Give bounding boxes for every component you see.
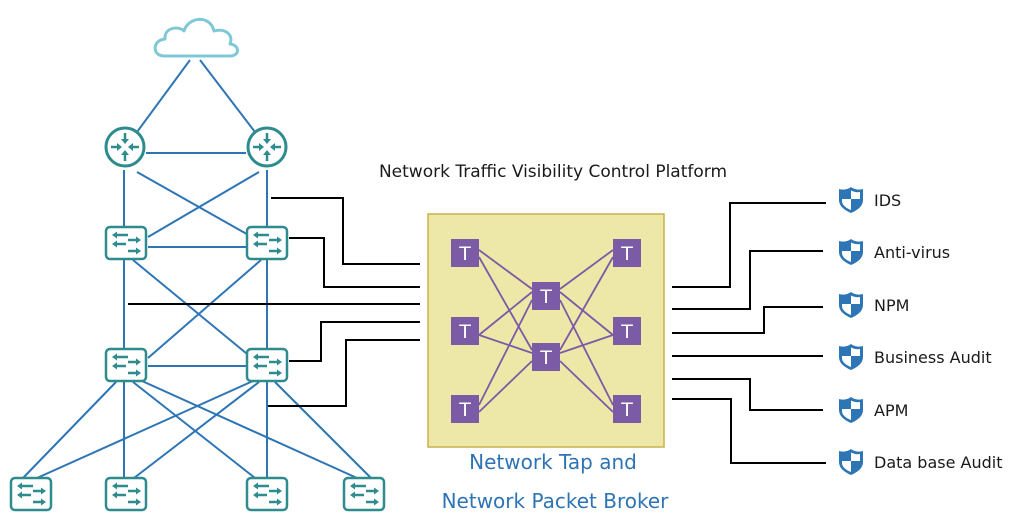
cloud-icon bbox=[153, 17, 239, 58]
shield-icon bbox=[839, 239, 863, 265]
link-acc-left-edge3 bbox=[132, 381, 256, 479]
link-router-left-agg-right bbox=[136, 171, 253, 238]
switch-icon[interactable] bbox=[9, 476, 53, 512]
svg-text:T: T bbox=[458, 243, 471, 265]
connector-line bbox=[672, 250, 823, 310]
tool-list: IDS Anti-virus NPM Business Audit APM Da… bbox=[839, 187, 1002, 475]
link-cloud-router-right bbox=[199, 59, 256, 133]
shield-icon bbox=[839, 344, 863, 370]
switch-icon[interactable] bbox=[104, 476, 148, 512]
connector-line bbox=[271, 197, 420, 265]
tap-node[interactable]: T bbox=[532, 282, 560, 310]
switch-icon[interactable] bbox=[104, 347, 148, 383]
connector-line bbox=[672, 398, 826, 464]
broker-mesh bbox=[478, 249, 614, 413]
connector-line bbox=[268, 339, 420, 407]
svg-text:APM: APM bbox=[874, 401, 908, 420]
link-agg-right-acc-left bbox=[147, 259, 262, 359]
svg-text:T: T bbox=[458, 399, 471, 421]
network-links bbox=[22, 59, 372, 479]
switch-icon[interactable] bbox=[104, 225, 148, 261]
switch-icon[interactable] bbox=[245, 347, 289, 383]
svg-text:Business Audit: Business Audit bbox=[874, 348, 992, 367]
tap-node[interactable]: T bbox=[451, 239, 479, 267]
switch-icon[interactable] bbox=[245, 476, 289, 512]
connector-line bbox=[672, 306, 823, 334]
tool-item-ids[interactable]: IDS bbox=[839, 187, 901, 213]
link-acc-right-edge4 bbox=[274, 381, 372, 479]
link-acc-right-edge1 bbox=[36, 380, 254, 479]
broker-label-line2: Network Packet Broker bbox=[442, 489, 670, 513]
shield-icon bbox=[839, 187, 863, 213]
router-icon[interactable] bbox=[246, 126, 288, 168]
tap-node[interactable]: T bbox=[451, 395, 479, 423]
link-agg-left-acc-right bbox=[132, 259, 253, 359]
link-cloud-router-left bbox=[136, 59, 191, 133]
tap-nodes: T T T T T T T T bbox=[451, 239, 641, 423]
connector-line bbox=[289, 321, 420, 362]
egress-connectors bbox=[672, 202, 826, 464]
tap-node[interactable]: T bbox=[613, 395, 641, 423]
tool-item-anti-virus[interactable]: Anti-virus bbox=[839, 239, 950, 265]
shield-icon bbox=[839, 292, 863, 318]
platform-title: Network Traffic Visibility Control Platf… bbox=[379, 162, 727, 182]
svg-text:Anti-virus: Anti-virus bbox=[874, 243, 950, 262]
tap-node[interactable]: T bbox=[451, 317, 479, 345]
link-router-right-agg-left bbox=[147, 171, 260, 238]
broker-label-line1: Network Tap and bbox=[469, 450, 637, 474]
switch-icon[interactable] bbox=[245, 225, 289, 261]
svg-text:T: T bbox=[458, 321, 471, 343]
shield-icon bbox=[839, 449, 863, 475]
connector-line bbox=[672, 202, 826, 288]
link-acc-right-edge2 bbox=[133, 381, 260, 479]
svg-text:NPM: NPM bbox=[874, 296, 909, 315]
tool-item-npm[interactable]: NPM bbox=[839, 292, 909, 318]
tap-node[interactable]: T bbox=[613, 317, 641, 345]
svg-text:T: T bbox=[539, 347, 552, 369]
switch-icon[interactable] bbox=[342, 476, 386, 512]
shield-icon bbox=[839, 397, 863, 423]
svg-text:T: T bbox=[620, 399, 633, 421]
connector-line bbox=[672, 378, 823, 411]
svg-text:IDS: IDS bbox=[874, 191, 901, 210]
tool-item-apm[interactable]: APM bbox=[839, 397, 908, 423]
tap-node[interactable]: T bbox=[613, 239, 641, 267]
connector-line bbox=[289, 237, 420, 288]
svg-text:T: T bbox=[620, 321, 633, 343]
tap-node[interactable]: T bbox=[532, 343, 560, 371]
link-acc-left-edge1 bbox=[22, 381, 117, 479]
tool-item-business-audit[interactable]: Business Audit bbox=[839, 344, 992, 370]
svg-text:T: T bbox=[539, 286, 552, 308]
tool-item-database-audit[interactable]: Data base Audit bbox=[839, 449, 1002, 475]
ingress-connectors bbox=[128, 197, 420, 407]
router-icon[interactable] bbox=[104, 126, 146, 168]
svg-text:T: T bbox=[620, 243, 633, 265]
link-acc-left-edge4 bbox=[141, 380, 358, 479]
svg-text:Data base Audit: Data base Audit bbox=[874, 453, 1002, 472]
